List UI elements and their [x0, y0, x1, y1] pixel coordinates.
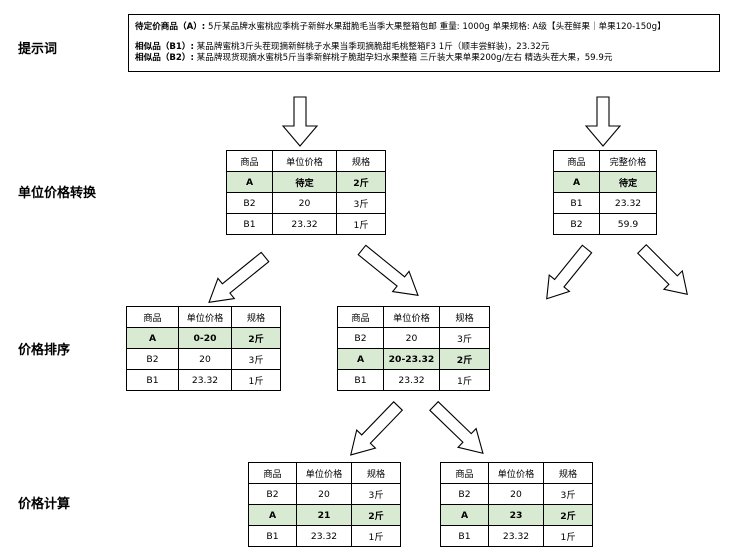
label-prompt: 提示词 [18, 42, 58, 57]
label-price-sort: 价格排序 [18, 343, 71, 358]
arrow-sort-to-calc-2 [429, 400, 484, 454]
table-cell: 1斤 [543, 525, 593, 547]
table-cell: 1斤 [231, 369, 281, 391]
table-header-row: 商品单位价格规格 [337, 306, 490, 328]
prompt-a-label: 待定价商品（A）: [135, 22, 206, 32]
arrow-sort-to-calc-1 [350, 401, 404, 456]
arrow-prompt-to-unit-table [281, 96, 319, 147]
prompt-a-text: 5斤某品牌水蜜桃应季桃子新鲜水果甜脆毛当季大果整箱包邮 重量: 1000g 单果… [207, 22, 666, 32]
table-cell: B2 [553, 213, 600, 235]
table-cell: 20-23.32 [383, 348, 440, 370]
table-cell: 2斤 [336, 171, 386, 193]
prompt-b1-text: 某品牌蜜桃3斤头茬现摘新鲜桃子水果当季现摘脆甜毛桃整箱F3 1斤（顺丰尝鲜装)，… [196, 42, 550, 52]
column-header: 规格 [231, 306, 281, 328]
label-price-calc: 价格计算 [18, 497, 71, 512]
arrow-unit-to-sort-1 [208, 251, 270, 303]
table-cell: 1斤 [351, 525, 401, 547]
arrow-full-to-right [636, 243, 688, 295]
table-header-row: 商品单位价格规格 [248, 462, 401, 484]
prompt-item-b2: 相似品（B2）: 某品牌现货现摘水蜜桃5斤当季新鲜桃子脆甜孕妇水果整箱 三斤装大… [135, 53, 713, 64]
table-cell: A [126, 327, 179, 349]
table-cell: 2斤 [351, 504, 401, 526]
table-cell: 3斤 [336, 192, 386, 214]
table-cell: B1 [440, 525, 489, 547]
table-cell: 待定 [599, 171, 657, 193]
prompt-item-b1: 相似品（B1）: 某品牌蜜桃3斤头茬现摘新鲜桃子水果当季现摘脆甜毛桃整箱F3 1… [135, 42, 713, 53]
prompt-item-a: 待定价商品（A）: 5斤某品牌水蜜桃应季桃子新鲜水果甜脆毛当季大果整箱包邮 重量… [135, 22, 713, 33]
prompt-b1-label: 相似品（B1）: [135, 42, 194, 52]
table-cell: 2斤 [543, 504, 593, 526]
table-cell: 1斤 [439, 369, 490, 391]
table-cell: A [226, 171, 273, 193]
table-header-row: 商品单位价格规格 [126, 306, 281, 328]
arrow-prompt-to-full-table [584, 96, 622, 147]
table-cell: 23 [488, 504, 544, 526]
table-cell: 2斤 [439, 348, 490, 370]
prompt-b2-label: 相似品（B2）: [135, 53, 194, 63]
table-cell: B1 [248, 525, 297, 547]
table-cell: B1 [126, 369, 179, 391]
table-cell: 3斤 [439, 327, 490, 349]
table-cell: 23.32 [272, 213, 337, 235]
prompt-b2-text: 某品牌现货现摘水蜜桃5斤当季新鲜桃子脆甜孕妇水果整箱 三斤装大果单果200g/左… [196, 53, 613, 63]
table-header-row: 商品单位价格规格 [440, 462, 593, 484]
label-unit-conversion: 单位价格转换 [18, 186, 97, 201]
table-cell: 0-20 [178, 327, 232, 349]
prompt-box: 待定价商品（A）: 5斤某品牌水蜜桃应季桃子新鲜水果甜脆毛当季大果整箱包邮 重量… [128, 14, 720, 72]
arrow-full-to-left [546, 244, 593, 300]
table-cell: 1斤 [336, 213, 386, 235]
arrow-unit-to-sort-2 [357, 244, 419, 296]
table-cell: 23.32 [296, 525, 352, 547]
table-cell: 待定 [272, 171, 337, 193]
table-cell: 59.9 [599, 213, 657, 235]
table-cell: 23.32 [488, 525, 544, 547]
table-cell: 2斤 [231, 327, 281, 349]
table-header-row: 商品完整价格 [553, 150, 657, 172]
